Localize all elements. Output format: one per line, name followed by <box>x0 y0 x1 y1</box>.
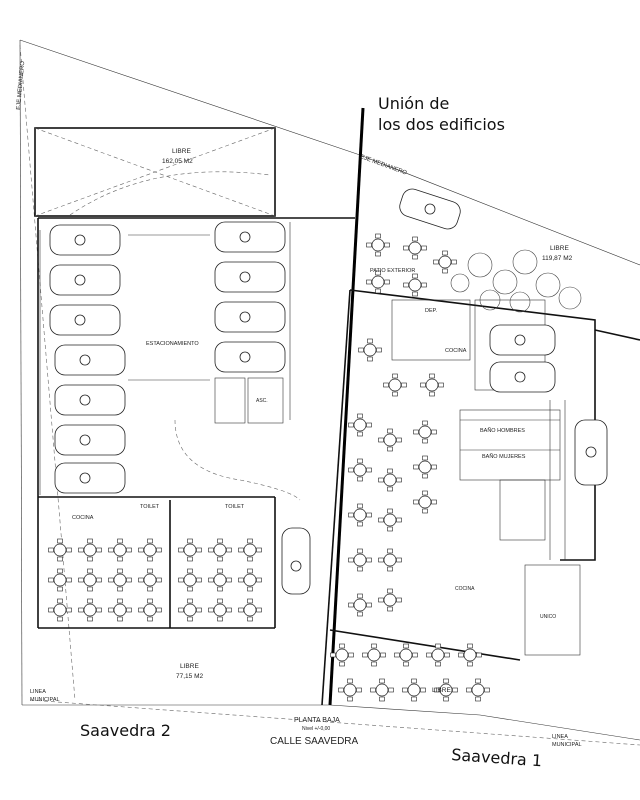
dining-table <box>108 538 132 562</box>
dining-table <box>338 678 362 702</box>
dining-table <box>208 538 232 562</box>
dining-table <box>466 678 490 702</box>
dining-table <box>366 270 390 294</box>
dining-table <box>238 598 262 622</box>
dining-table <box>378 548 402 572</box>
unico-label: UNICO <box>540 614 556 620</box>
libre-bottom-right: LIBRE <box>432 687 451 694</box>
libre-top-title: LIBRE <box>172 148 191 155</box>
dep-label: DEP. <box>425 308 438 314</box>
eje-medianero-left: EJE MEDIANERO <box>16 60 26 110</box>
asc-label: ASC. <box>256 398 268 404</box>
planta-baja-label: PLANTA BAJA <box>294 717 340 724</box>
trees <box>450 249 582 313</box>
cocina-left-label: COCINA <box>72 515 94 521</box>
parking-cars-right <box>399 188 608 486</box>
dining-table <box>138 568 162 592</box>
dining-table <box>366 233 390 257</box>
union-line <box>328 107 365 706</box>
dining-table <box>378 468 402 492</box>
libre-bottom-title: LIBRE <box>180 663 199 670</box>
dining-table <box>48 568 72 592</box>
bano-mujeres-label: BAÑO MUJERES <box>482 453 526 460</box>
dining-table <box>370 678 394 702</box>
plan-labels: EJE MEDIANERO EJE MEDIANERO LIBRE 162,05… <box>16 60 582 748</box>
parking-cars-middle <box>214 221 286 373</box>
dining-table <box>458 643 482 667</box>
dining-table <box>348 548 372 572</box>
linea-municipal-right-2: MUNICIPAL <box>552 742 582 748</box>
union-label-line-2: los dos edificios <box>378 115 505 134</box>
dining-table <box>78 538 102 562</box>
dining-table <box>378 508 402 532</box>
free-area-top <box>34 127 276 217</box>
saavedra-1-label: Saavedra 1 <box>451 745 543 770</box>
building-saavedra-2 <box>37 217 355 629</box>
cocina-small-label: COCINA <box>455 586 475 592</box>
dining-table <box>413 455 437 479</box>
dining-table <box>426 643 450 667</box>
dining-table <box>378 588 402 612</box>
dining-table <box>48 598 72 622</box>
patio-exterior-label: PATIO EXTERIOR <box>370 268 415 274</box>
dining-table <box>348 503 372 527</box>
dining-table <box>413 490 437 514</box>
dining-table <box>238 568 262 592</box>
dining-table <box>330 643 354 667</box>
dining-table <box>403 273 427 297</box>
dining-table <box>413 420 437 444</box>
libre-right-title: LIBRE <box>550 245 569 252</box>
dining-table <box>403 236 427 260</box>
dining-table <box>433 250 457 274</box>
dining-table <box>378 428 402 452</box>
dining-table <box>383 373 407 397</box>
dining-table <box>348 458 372 482</box>
linea-municipal-right-1: LINEA <box>552 734 568 740</box>
bano-hombres-label: BAÑO HOMBRES <box>480 427 525 434</box>
dining-table <box>108 568 132 592</box>
libre-right-area: 119,87 M2 <box>542 255 573 262</box>
dining-table <box>208 598 232 622</box>
parking-cars-left <box>49 224 126 494</box>
dining-table <box>108 598 132 622</box>
libre-bottom-area: 77,15 M2 <box>176 673 203 680</box>
dining-table <box>138 598 162 622</box>
estacionamiento-label: ESTACIONAMIENTO <box>146 341 199 347</box>
union-label-line-1: Unión de <box>378 94 449 113</box>
dining-table <box>178 568 202 592</box>
dining-table <box>348 593 372 617</box>
dining-table <box>394 643 418 667</box>
calle-label: CALLE SAAVEDRA <box>270 736 359 747</box>
dining-table <box>208 568 232 592</box>
cocina-right-label: COCINA <box>445 348 467 354</box>
dining-table <box>138 538 162 562</box>
dining-table <box>238 538 262 562</box>
linea-municipal-left-2: MUNICIPAL <box>30 697 60 703</box>
dining-table <box>420 373 444 397</box>
libre-top-area: 162,05 M2 <box>162 158 193 165</box>
nivel-label: Nivel +/-0,00 <box>302 726 330 732</box>
toilet-2-label: TOILET <box>225 504 245 510</box>
dining-table <box>178 538 202 562</box>
dining-table <box>78 598 102 622</box>
dining-table <box>48 538 72 562</box>
dining-table <box>178 598 202 622</box>
annotations: Unión de los dos edificios Saavedra 2 Sa… <box>80 94 543 770</box>
dining-table <box>348 413 372 437</box>
car-driveway <box>281 527 311 595</box>
eje-medianero-top: EJE MEDIANERO <box>359 154 407 177</box>
dining-tables-saavedra-1 <box>330 233 490 702</box>
dining-tables-saavedra-2 <box>48 538 262 622</box>
saavedra-2-label: Saavedra 2 <box>80 721 171 740</box>
dining-table <box>434 678 458 702</box>
dining-table <box>362 643 386 667</box>
toilet-1-label: TOILET <box>140 504 160 510</box>
dining-table <box>402 678 426 702</box>
linea-municipal-left-1: LINEA <box>30 689 46 695</box>
dining-table <box>358 338 382 362</box>
dining-table <box>78 568 102 592</box>
